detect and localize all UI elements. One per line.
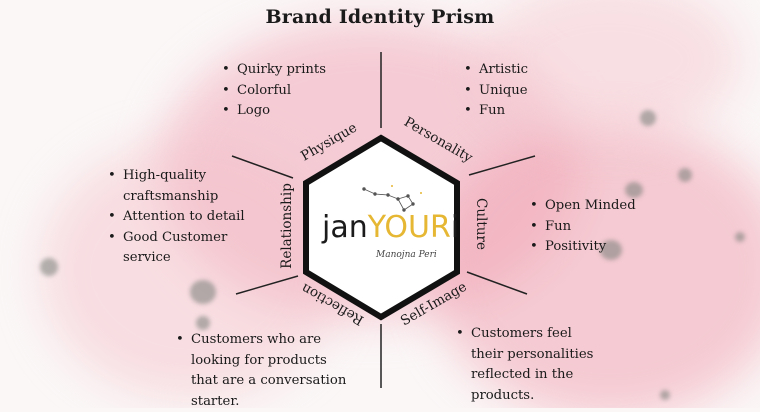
list-item: Fun: [530, 217, 650, 238]
brand-logo: janYOURi: [322, 210, 459, 245]
page-title: Brand Identity Prism: [265, 6, 495, 28]
constellation-icon: [362, 185, 422, 212]
hexagon-frame: [303, 134, 460, 321]
divider-top-right: [468, 155, 536, 176]
divider-top-left: [231, 155, 294, 179]
divider-bottom-left: [235, 275, 299, 295]
facet-culture: Culture: [472, 198, 489, 250]
list-item: Artistic: [464, 60, 584, 81]
list-reflection: Customers who are looking for products t…: [176, 330, 356, 412]
brand-logo-part3: i: [450, 210, 460, 245]
list-item: Customers feel their personalities refle…: [456, 324, 604, 406]
list-personality: Artistic Unique Fun: [464, 60, 584, 122]
list-relationship: High-quality craftsmanship Attention to …: [108, 166, 248, 269]
list-item: Fun: [464, 101, 584, 122]
list-item: Quirky prints: [222, 60, 362, 81]
list-item: Good Customer service: [108, 228, 248, 269]
list-item: Colorful: [222, 81, 362, 102]
list-item: High-quality craftsmanship: [108, 166, 248, 207]
list-item: Attention to detail: [108, 207, 248, 228]
list-self-image: Customers feel their personalities refle…: [456, 324, 604, 406]
list-culture: Open Minded Fun Positivity: [530, 196, 650, 258]
list-item: Positivity: [530, 237, 650, 258]
facet-relationship: Relationship: [278, 183, 295, 269]
brand-logo-part1: jan: [322, 210, 368, 245]
list-physique: Quirky prints Colorful Logo: [222, 60, 362, 122]
list-item: Unique: [464, 81, 584, 102]
list-item: Logo: [222, 101, 362, 122]
brand-logo-part2: YOUR: [367, 210, 451, 245]
list-item: Customers who are looking for products t…: [176, 330, 356, 412]
divider-bottom-right: [466, 271, 528, 295]
list-item: Open Minded: [530, 196, 650, 217]
brand-tagline: Manojna Peri: [376, 250, 437, 260]
